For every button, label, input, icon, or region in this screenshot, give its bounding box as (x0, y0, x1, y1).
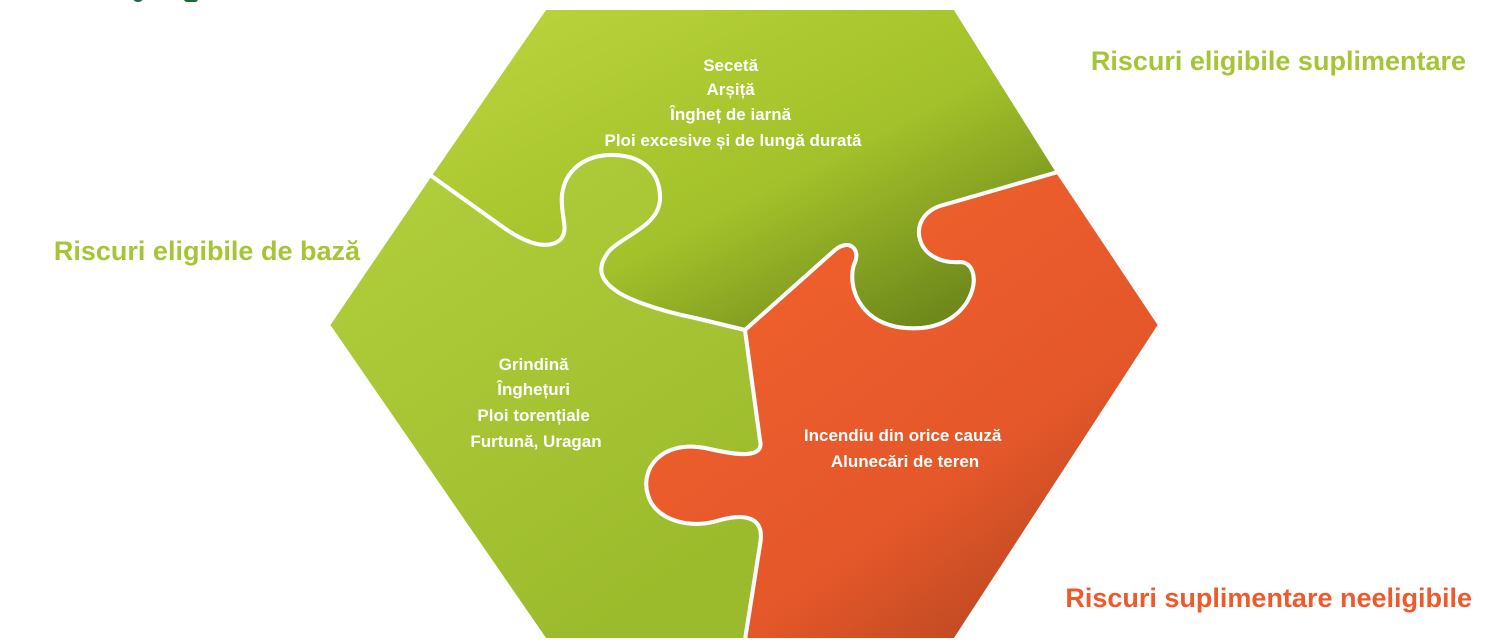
left-piece-line: Grindină (499, 355, 569, 374)
right-piece-line: Alunecări de teren (831, 452, 979, 471)
label-non-eligible-additional-risks: Riscuri suplimentare neeligibile (1065, 583, 1472, 613)
top-piece-line: Secetă (703, 56, 758, 75)
left-piece-line: Furtună, Uragan (470, 432, 601, 451)
label-basic-eligible-risks: Riscuri eligibile de bază (54, 236, 361, 266)
top-piece-line: Îngheț de iarnă (669, 105, 791, 124)
left-piece-text: Grindină Înghețuri Ploi torențiale Furtu… (470, 355, 601, 451)
top-header-fragment (132, 0, 210, 6)
header-fragment-mark (132, 0, 144, 2)
left-piece-line: Ploi torențiale (477, 406, 589, 425)
left-piece-line: Înghețuri (496, 380, 570, 399)
top-piece-line: Arșiță (707, 80, 756, 99)
top-piece-line: Ploi excesive și de lungă durată (605, 131, 863, 150)
right-piece-line: Incendiu din orice cauză (804, 426, 1002, 445)
puzzle-piece-right (644, 170, 1162, 642)
right-piece-text: Incendiu din orice cauză Alunecări de te… (804, 426, 1006, 471)
header-fragment-mark (184, 0, 198, 2)
label-additional-eligible-risks: Riscuri eligibile suplimentare (1091, 46, 1466, 76)
top-piece-text: Secetă Arșiță Îngheț de iarnă Ploi exces… (605, 56, 863, 150)
